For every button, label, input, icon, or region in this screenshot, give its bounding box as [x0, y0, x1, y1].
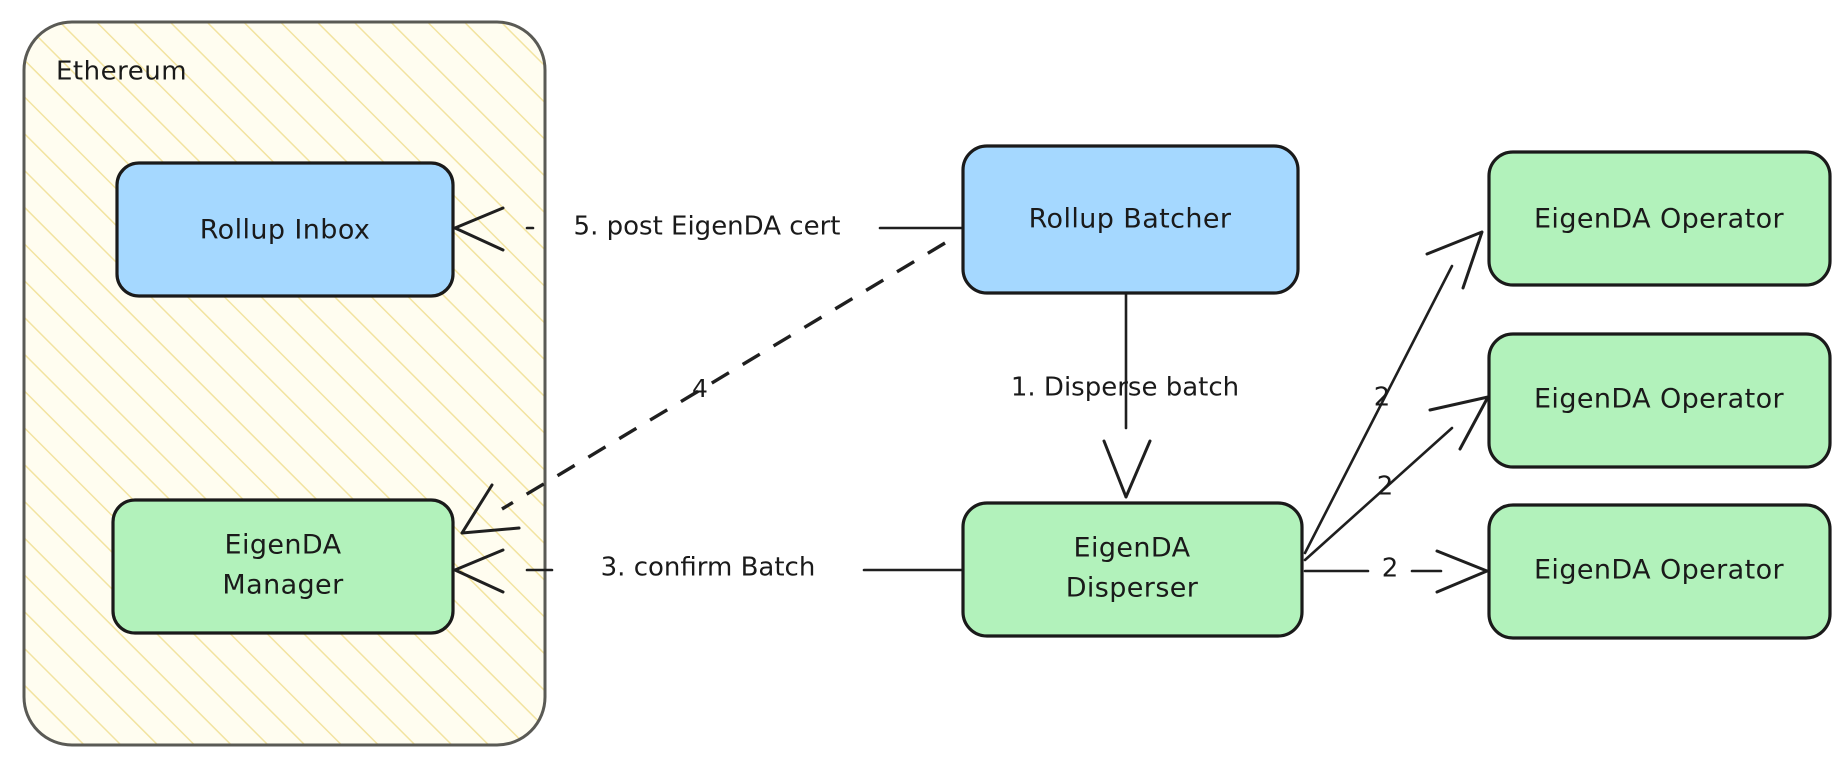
edge-disperse-batch: 1. Disperse batch	[1011, 291, 1239, 499]
edge-arrowhead-4	[460, 483, 521, 535]
node-rollup-batcher[interactable]: Rollup Batcher	[961, 144, 1300, 295]
edge-post-eigenda-cert: 5. post EigenDA cert	[453, 206, 965, 252]
group-ethereum: Ethereum	[22, 20, 547, 747]
node-eigenda-disperser-label-line2: Disperser	[1066, 573, 1199, 604]
node-eigenda-operator-1[interactable]: EigenDA Operator	[1487, 150, 1832, 287]
edge-arrowhead-5	[453, 206, 505, 252]
edge-label-2c: 2	[1382, 554, 1399, 584]
edge-arrowhead-2a	[1425, 230, 1484, 290]
node-rollup-inbox-box[interactable]	[115, 161, 455, 298]
node-eigenda-disperser-label-line1: EigenDA	[1073, 533, 1190, 564]
node-eigenda-manager-label-line1: EigenDA	[224, 530, 341, 561]
node-eigenda-operator-2-box[interactable]	[1487, 332, 1832, 469]
node-eigenda-operator-3[interactable]: EigenDA Operator	[1487, 503, 1832, 640]
node-eigenda-operator-3-box[interactable]	[1487, 503, 1832, 640]
node-eigenda-operator-3-label: EigenDA Operator	[1534, 555, 1785, 586]
edge-arrowhead-1	[1102, 439, 1152, 499]
node-eigenda-disperser-box[interactable]	[961, 501, 1304, 638]
node-eigenda-operator-2[interactable]: EigenDA Operator	[1487, 332, 1832, 469]
node-eigenda-disperser[interactable]: EigenDA Disperser	[961, 501, 1304, 638]
node-eigenda-operator-1-label: EigenDA Operator	[1534, 204, 1785, 235]
node-eigenda-manager-box[interactable]	[111, 498, 455, 635]
group-ethereum-box	[22, 20, 547, 747]
node-eigenda-operator-1-box[interactable]	[1487, 150, 1832, 287]
edge-2-operator-2: 2	[1303, 395, 1490, 562]
edge-2-operator-3: 2	[1303, 549, 1489, 594]
node-rollup-batcher-box[interactable]	[961, 144, 1300, 295]
edge-line-2b	[1303, 426, 1454, 562]
edge-label-3: 3. confirm Batch	[601, 553, 816, 583]
edge-4-dashed: 4	[460, 241, 946, 535]
group-ethereum-label: Ethereum	[56, 57, 187, 87]
edge-label-2b: 2	[1377, 472, 1394, 502]
edge-arrowhead-2b	[1428, 395, 1490, 451]
node-eigenda-manager[interactable]: EigenDA Manager	[111, 498, 455, 635]
edge-label-2a: 2	[1374, 383, 1391, 413]
node-rollup-inbox-label: Rollup Inbox	[200, 215, 371, 246]
node-eigenda-manager-label-line2: Manager	[222, 570, 344, 601]
edge-arrowhead-2c	[1435, 549, 1489, 594]
edge-line-4	[501, 241, 946, 511]
edge-confirm-batch: 3. confirm Batch	[453, 548, 965, 594]
node-eigenda-operator-2-label: EigenDA Operator	[1534, 384, 1785, 415]
edge-2-operator-1: 2	[1303, 230, 1484, 555]
edge-label-4: 4	[692, 374, 708, 403]
edge-arrowhead-3	[453, 548, 505, 594]
edge-label-5: 5. post EigenDA cert	[574, 212, 841, 242]
node-rollup-inbox[interactable]: Rollup Inbox	[115, 161, 455, 298]
node-rollup-batcher-label: Rollup Batcher	[1029, 204, 1232, 235]
edge-label-1: 1. Disperse batch	[1011, 373, 1239, 403]
edge-line-2a	[1303, 264, 1454, 555]
